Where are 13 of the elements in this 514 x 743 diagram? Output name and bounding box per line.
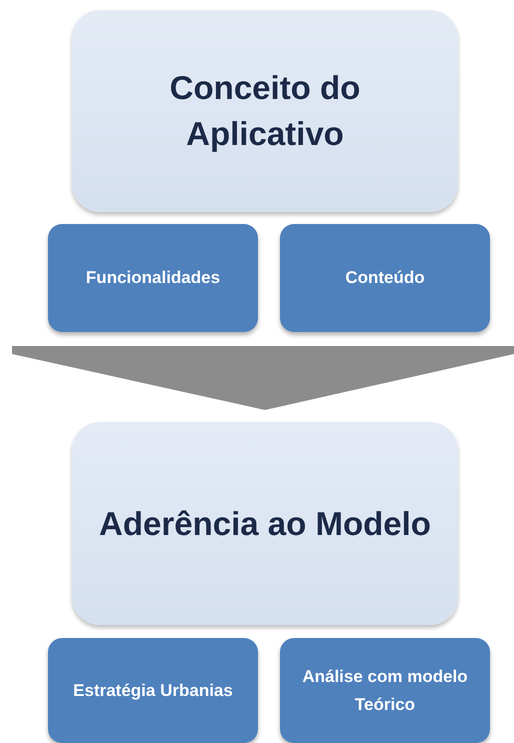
box-label: Conteúdo — [345, 267, 425, 289]
stage-box — [72, 10, 458, 212]
box-label: Aderência ao Modelo — [99, 504, 431, 544]
stage-box — [72, 422, 458, 625]
detail-box — [280, 224, 490, 332]
box-label: Estratégia Urbanias — [73, 680, 233, 702]
detail-box — [48, 638, 258, 743]
box-label: Análise com modelo Teórico — [301, 666, 469, 716]
down-chevron-arrow — [12, 346, 514, 410]
detail-box — [48, 224, 258, 332]
box-label: Funcionalidades — [86, 267, 220, 289]
detail-box — [280, 638, 490, 743]
box-label: Conceito do Aplicativo — [168, 68, 362, 154]
